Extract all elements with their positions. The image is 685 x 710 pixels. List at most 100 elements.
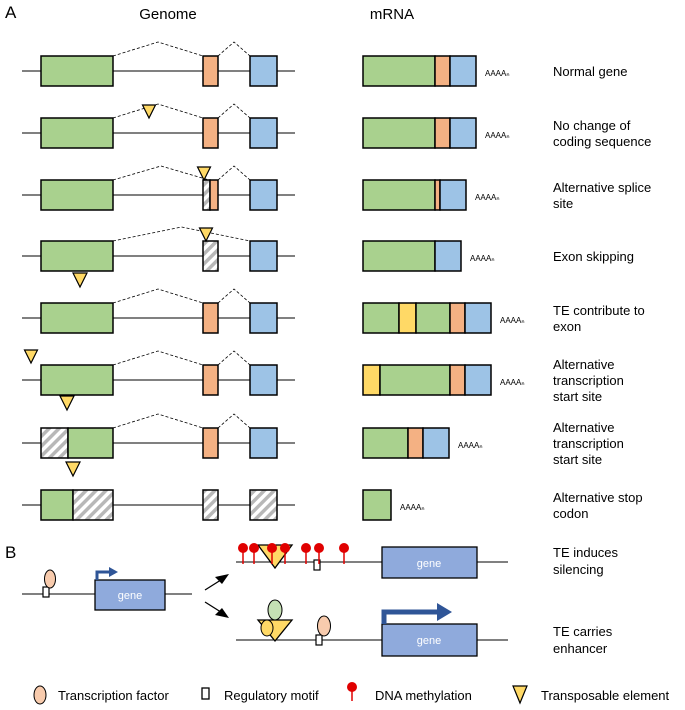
transcription-factor-icon	[33, 685, 47, 705]
mrna-segment	[422, 427, 450, 459]
splice-junction	[112, 350, 204, 366]
mrna-segment	[449, 364, 466, 396]
outcome-silencing: TE induces silencing	[553, 545, 622, 577]
exon	[249, 55, 278, 87]
exon	[40, 364, 114, 396]
transposable-element-icon	[512, 685, 528, 705]
gene-label: gene	[417, 558, 441, 570]
splice-junction	[112, 41, 204, 57]
dna-methylation-icon	[301, 543, 311, 553]
dna-methylation-icon	[339, 543, 349, 553]
transposable-element-icon	[65, 461, 81, 478]
exon	[209, 179, 219, 211]
regulatory-motif-icon	[315, 634, 323, 646]
mrna-segment	[362, 427, 409, 459]
regulatory-motif-icon	[201, 687, 210, 700]
silencing-locus: gene	[236, 543, 508, 579]
mrna-segment	[362, 179, 436, 211]
polya-tail: AAAAₙ	[400, 503, 425, 512]
exon	[40, 302, 114, 334]
mrna-segment	[464, 364, 492, 396]
polya-tail: AAAAₙ	[500, 378, 525, 387]
initial-locus: gene	[22, 567, 192, 611]
exon	[249, 427, 278, 459]
mrna-segment	[362, 302, 400, 334]
mrna-segment	[439, 179, 467, 211]
genome-header: Genome	[139, 6, 197, 23]
dna-methylation-icon	[347, 682, 357, 692]
row-1: AAAAₙ Normal gene	[22, 41, 627, 87]
legend-label-regulatory-motif: Regulatory motif	[224, 688, 319, 703]
legend: Transcription factor Regulatory motif DN…	[33, 682, 670, 705]
splice-junction	[217, 41, 251, 57]
regulatory-motif-icon	[42, 586, 50, 598]
polya-tail: AAAAₙ	[485, 69, 510, 78]
mrna-segment	[407, 427, 424, 459]
exon	[202, 364, 219, 396]
mrna-segment	[434, 55, 451, 87]
panel-a-label: A	[5, 3, 17, 22]
dna-methylation-icon	[249, 543, 259, 553]
splice-junction	[112, 288, 204, 304]
excluded-exon	[40, 427, 69, 459]
regulatory-motif-icon	[313, 559, 321, 571]
te-derived-exon	[398, 302, 417, 334]
mrna-segment	[379, 364, 451, 396]
transposable-element-icon	[59, 395, 75, 412]
polya-tail: AAAAₙ	[458, 441, 483, 450]
polya-tail: AAAAₙ	[485, 131, 510, 140]
exon	[40, 179, 114, 211]
transcription-factor-icon	[317, 615, 331, 637]
splice-junction	[217, 413, 251, 429]
legend-label-transcription-factor: Transcription factor	[58, 688, 169, 703]
exon	[249, 302, 278, 334]
row-label: Exon skipping	[553, 249, 634, 264]
silenced-gene-box	[381, 546, 478, 579]
splice-junction	[112, 226, 251, 242]
excluded-exon	[202, 240, 219, 272]
splice-junction	[112, 413, 204, 429]
dna-methylation-icon	[314, 543, 324, 553]
mrna-segment	[362, 240, 436, 272]
mrna-segment	[464, 302, 492, 334]
legend-label-dna-methylation: DNA methylation	[375, 688, 472, 703]
transcription-factor-icon	[44, 569, 56, 589]
exon	[249, 179, 278, 211]
transposable-element-icon	[196, 166, 212, 182]
exon	[40, 55, 114, 87]
mrna-segment	[449, 55, 477, 87]
excluded-exon	[72, 489, 114, 521]
mrna-segment	[362, 489, 392, 521]
transcription-factor-icon	[267, 599, 283, 621]
exon	[40, 240, 114, 272]
splice-junction	[217, 350, 251, 366]
transposable-element-icon	[198, 227, 214, 243]
tss-arrow	[95, 570, 109, 580]
dna-methylation-icon	[238, 543, 248, 553]
gene-label: gene	[417, 635, 441, 647]
exon	[40, 117, 114, 149]
transposable-element-icon	[141, 104, 157, 120]
dna-methylation-icon	[280, 543, 290, 553]
row-label: Normal gene	[553, 64, 627, 79]
excluded-exon	[249, 489, 278, 521]
active-gene-box	[381, 623, 478, 657]
mrna-segment	[434, 240, 462, 272]
mrna-segment	[415, 302, 451, 334]
tss-arrow	[381, 609, 438, 624]
gene-label: gene	[118, 590, 142, 602]
legend-label-transposable-element: Transposable element	[541, 688, 670, 703]
outcome-enhancer: TE carries enhancer	[553, 624, 616, 656]
splice-junction	[112, 165, 210, 181]
